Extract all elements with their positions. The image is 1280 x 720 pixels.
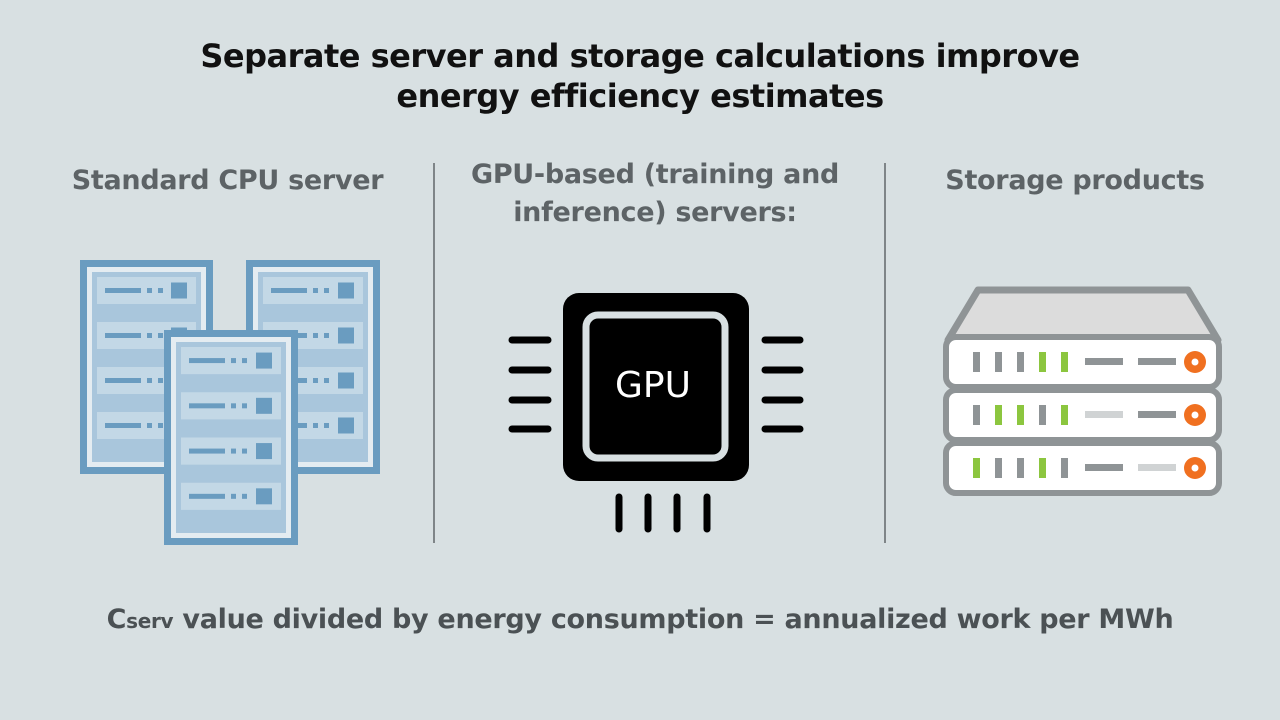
heading-storage: Storage products — [900, 162, 1250, 200]
formula-symbol: C — [106, 604, 127, 635]
status-led — [995, 352, 1002, 372]
slot-dot — [324, 423, 329, 428]
status-led — [1017, 405, 1024, 425]
slot-bar — [105, 423, 141, 428]
slot-dot — [231, 493, 236, 499]
slot-bar — [105, 333, 141, 338]
slot-dot — [313, 423, 318, 428]
heading-gpu-server: GPU-based (training and inference) serve… — [440, 156, 870, 232]
slot-dot — [231, 448, 236, 454]
status-led — [1039, 405, 1046, 425]
power-button-center — [1191, 464, 1199, 472]
title-line-1: Separate server and storage calculations… — [200, 37, 1080, 75]
slot-dot — [158, 333, 163, 338]
formula-text: Cserv value divided by energy consumptio… — [0, 604, 1280, 635]
drive-slot — [1138, 464, 1176, 471]
drive-slot — [1085, 411, 1123, 418]
drive-slot — [1085, 464, 1123, 471]
slot-led — [338, 417, 354, 434]
status-led — [995, 458, 1002, 478]
slot-dot — [324, 288, 329, 293]
drive-slot — [1085, 358, 1123, 365]
slot-bar — [105, 378, 141, 383]
status-led — [1017, 352, 1024, 372]
heading-cpu-text: Standard CPU server — [71, 165, 384, 196]
slot-bar — [105, 288, 141, 293]
storage-unit-body — [943, 334, 1222, 390]
gpu-chip-icon: GPU — [508, 293, 804, 533]
slot-dot — [231, 403, 236, 409]
status-led — [973, 405, 980, 425]
heading-storage-text: Storage products — [945, 165, 1205, 196]
slot-led — [256, 443, 272, 460]
status-led — [995, 405, 1002, 425]
status-led — [1061, 458, 1068, 478]
slot-led — [338, 372, 354, 389]
storage-unit-body — [943, 387, 1222, 443]
slot-bar — [271, 288, 307, 293]
slot-led — [171, 282, 187, 299]
status-led — [1061, 405, 1068, 425]
chip-body — [563, 293, 749, 481]
slot-dot — [158, 423, 163, 428]
status-led — [1061, 352, 1068, 372]
power-button-center — [1191, 411, 1199, 419]
slot-dot — [147, 423, 152, 428]
formula-subscript: serv — [126, 609, 174, 633]
status-led — [973, 458, 980, 478]
slot-bar — [189, 493, 225, 499]
slot-bar — [189, 358, 225, 364]
chip-pins-left — [508, 336, 552, 433]
status-led — [1039, 352, 1046, 372]
power-button-center — [1191, 358, 1199, 366]
slot-led — [338, 282, 354, 299]
slot-led — [256, 397, 272, 414]
chip-pins-bottom — [615, 493, 711, 533]
slot-dot — [147, 378, 152, 383]
status-led — [973, 352, 980, 372]
slot-dot — [158, 378, 163, 383]
slot-dot — [242, 493, 247, 499]
storage-unit — [943, 440, 1222, 496]
heading-gpu-line-1: GPU-based (training and — [470, 159, 840, 190]
slot-dot — [242, 448, 247, 454]
drive-slot — [1138, 358, 1176, 365]
status-led — [1017, 458, 1024, 478]
slot-dot — [313, 378, 318, 383]
slot-dot — [313, 333, 318, 338]
slot-led — [256, 488, 272, 505]
status-led — [1039, 458, 1046, 478]
storage-unit — [943, 387, 1222, 443]
slot-dot — [242, 358, 247, 364]
title-line-2: energy efficiency estimates — [396, 77, 884, 115]
chip-pins-right — [761, 336, 804, 433]
storage-top-cover — [944, 286, 1222, 344]
divider-left — [433, 163, 435, 543]
slot-dot — [324, 333, 329, 338]
slot-dot — [242, 403, 247, 409]
slot-bar — [189, 448, 225, 454]
chip-label: GPU — [615, 365, 691, 406]
page-title: Separate server and storage calculations… — [0, 36, 1280, 116]
slot-bar — [189, 403, 225, 409]
divider-right — [884, 163, 886, 543]
slot-led — [256, 352, 272, 369]
server-rack-front — [164, 330, 298, 545]
storage-unit-body — [943, 440, 1222, 496]
heading-cpu-server: Standard CPU server — [50, 162, 405, 200]
slot-dot — [231, 358, 236, 364]
slot-dot — [158, 288, 163, 293]
chip-inner-ring — [582, 311, 729, 462]
slot-dot — [147, 288, 152, 293]
storage-stack-icon — [943, 286, 1222, 496]
slot-dot — [147, 333, 152, 338]
slot-dot — [324, 378, 329, 383]
formula-body: value divided by energy consumption = an… — [173, 604, 1174, 635]
server-rack-icon — [80, 260, 380, 545]
slot-dot — [313, 288, 318, 293]
storage-unit — [943, 334, 1222, 390]
slot-led — [338, 327, 354, 344]
drive-slot — [1138, 411, 1176, 418]
heading-gpu-line-2: inference) servers: — [513, 197, 797, 228]
